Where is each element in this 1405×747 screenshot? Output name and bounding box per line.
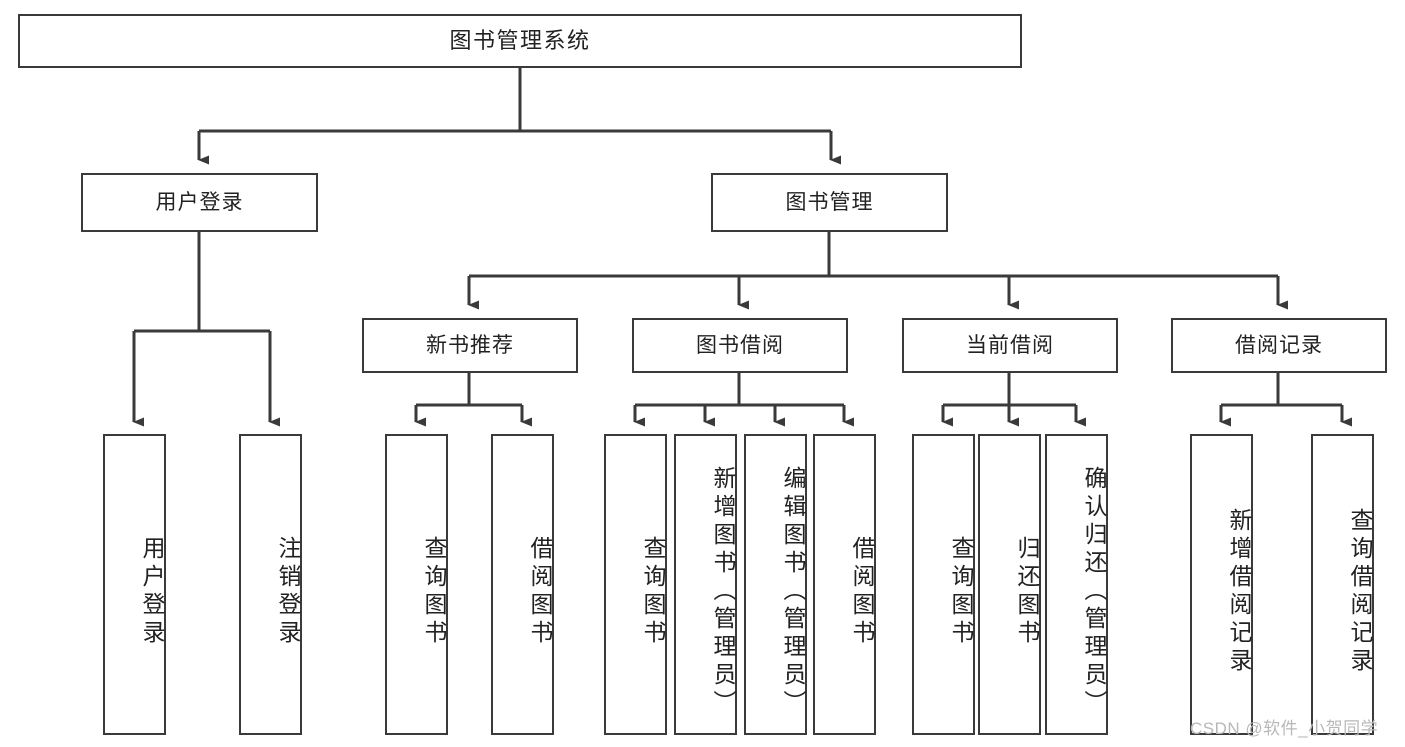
watermark-label: CSDN @软件_小贺同学: [1190, 719, 1379, 738]
node-borrow-record[interactable]: 借阅记录: [1171, 318, 1387, 373]
node-leaf-user-login[interactable]: 用户登录: [103, 434, 166, 735]
node-book-management[interactable]: 图书管理: [711, 173, 948, 232]
node-leaf-query-record[interactable]: 查询借阅记录: [1311, 434, 1374, 735]
node-leaf-query-book-3[interactable]: 查询图书: [912, 434, 975, 735]
node-leaf-query-book-2[interactable]: 查询图书: [604, 434, 667, 735]
node-book-borrow[interactable]: 图书借阅: [632, 318, 848, 373]
node-current-borrow[interactable]: 当前借阅: [902, 318, 1118, 373]
node-leaf-add-record[interactable]: 新增借阅记录: [1190, 434, 1253, 735]
node-new-book-recommend[interactable]: 新书推荐: [362, 318, 578, 373]
node-leaf-query-book-1[interactable]: 查询图书: [385, 434, 448, 735]
node-leaf-add-book[interactable]: 新增图书（管理员）: [674, 434, 737, 735]
node-root-book-management-system[interactable]: 图书管理系统: [18, 14, 1022, 68]
node-leaf-borrow-book-1[interactable]: 借阅图书: [491, 434, 554, 735]
node-user-login[interactable]: 用户登录: [81, 173, 318, 232]
node-leaf-logout-login[interactable]: 注销登录: [239, 434, 302, 735]
node-leaf-edit-book[interactable]: 编辑图书（管理员）: [744, 434, 807, 735]
node-leaf-return-book[interactable]: 归还图书: [978, 434, 1041, 735]
node-leaf-borrow-book-2[interactable]: 借阅图书: [813, 434, 876, 735]
node-leaf-confirm-return[interactable]: 确认归还（管理员）: [1045, 434, 1108, 735]
